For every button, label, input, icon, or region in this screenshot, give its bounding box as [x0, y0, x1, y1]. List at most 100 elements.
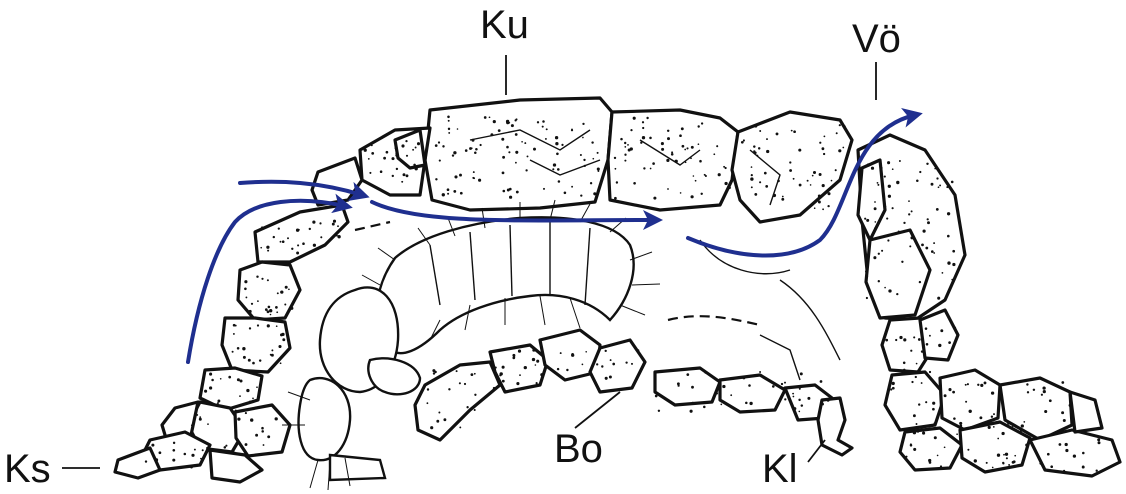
stipple-dot — [666, 159, 669, 162]
stipple-dot — [191, 454, 194, 457]
stipple-dot — [475, 148, 478, 151]
stipple-dot — [250, 418, 253, 421]
stipple-dot — [661, 148, 664, 151]
stipple-dot — [784, 382, 786, 384]
stipple-dot — [838, 149, 841, 152]
stipple-dot — [590, 182, 592, 184]
stipple-dot — [267, 250, 269, 252]
stipple-dot — [474, 409, 476, 411]
stipple-dot — [813, 171, 816, 174]
stipple-dot — [555, 142, 558, 145]
stipple-dot — [478, 179, 481, 182]
stipple-dot — [438, 141, 440, 143]
stipple-dot — [754, 125, 757, 128]
stipple-dot — [199, 418, 202, 421]
label-kl: Kl — [762, 447, 798, 491]
stipple-dot — [285, 286, 288, 289]
stipple-dot — [952, 263, 955, 266]
stipple-dot — [564, 192, 567, 195]
stipple-dot — [936, 177, 938, 179]
stipple-dot — [922, 432, 925, 435]
right-wall-stones — [858, 135, 1120, 476]
stipple-dot — [1047, 453, 1050, 456]
stipple-dot — [513, 356, 515, 358]
stipple-dot — [395, 154, 398, 157]
stipple-dot — [953, 326, 956, 329]
stipple-dot — [685, 161, 687, 163]
stipple-dot — [546, 128, 548, 130]
stipple-dot — [545, 138, 547, 140]
stipple-dot — [313, 244, 316, 247]
larva-body — [377, 217, 634, 353]
stipple-dot — [493, 387, 496, 390]
stipple-dot — [864, 218, 866, 220]
stipple-dot — [245, 412, 247, 414]
stipple-dot — [395, 147, 398, 150]
stipple-dot — [799, 388, 801, 390]
stipple-dot — [256, 386, 258, 388]
stipple-dot — [944, 394, 947, 397]
stipple-dot — [507, 189, 510, 192]
stipple-dot — [1044, 410, 1047, 413]
stipple-dot — [730, 394, 732, 396]
stipple-dot — [498, 129, 501, 132]
stipple-dot — [471, 373, 474, 376]
stipple-dot — [202, 449, 204, 451]
stipple-dot — [921, 338, 923, 340]
stipple-dot — [741, 141, 744, 144]
stipple-dot — [646, 117, 648, 119]
stipple-dot — [936, 208, 939, 211]
stipple-dot — [217, 400, 220, 403]
stipple-dot — [690, 410, 693, 413]
stipple-dot — [867, 163, 870, 166]
stipple-dot — [896, 181, 899, 184]
stipple-dot — [459, 174, 462, 177]
stipple-dot — [555, 136, 558, 139]
stipple-dot — [915, 376, 917, 378]
stipple-dot — [979, 416, 982, 419]
stipple-dot — [818, 195, 821, 198]
stipple-dot — [1049, 399, 1052, 402]
stipple-dot — [756, 155, 758, 157]
stipple-dot — [260, 247, 262, 249]
stipple-dot — [597, 170, 599, 172]
stipple-dot — [887, 161, 890, 164]
stipple-dot — [908, 200, 910, 202]
stipple-dot — [605, 350, 607, 352]
stipple-dot — [237, 347, 240, 350]
stipple-dot — [1042, 386, 1045, 389]
stipple-dot — [916, 179, 919, 182]
stipple-dot — [691, 195, 694, 198]
stipple-dot — [288, 288, 290, 290]
stipple-dot — [822, 208, 824, 210]
stipple-dot — [267, 435, 270, 438]
stipple-dot — [1063, 470, 1065, 472]
stipple-dot — [495, 367, 497, 369]
stipple-dot — [667, 137, 670, 140]
stipple-dot — [827, 192, 830, 195]
stipple-dot — [892, 387, 895, 390]
stipple-dot — [951, 181, 954, 184]
stipple-dot — [443, 418, 446, 421]
stipple-dot — [276, 325, 278, 327]
stone-roof-5 — [312, 158, 362, 205]
stipple-dot — [789, 169, 792, 172]
stipple-dot — [224, 446, 227, 449]
stipple-dot — [524, 366, 527, 369]
stipple-dot — [1069, 404, 1072, 407]
stipple-dot — [209, 373, 212, 376]
stipple-dot — [249, 310, 252, 313]
stipple-dot — [916, 430, 919, 433]
stipple-dot — [819, 142, 821, 144]
stipple-dot — [460, 192, 463, 195]
stipple-dot — [261, 427, 264, 430]
stipple-dot — [319, 222, 321, 224]
stipple-dot — [1026, 383, 1028, 385]
stipple-dot — [965, 384, 967, 386]
stipple-dot — [251, 303, 253, 305]
stipple-dot — [766, 150, 769, 153]
stipple-dot — [442, 145, 444, 147]
stipple-dot — [925, 247, 928, 250]
stipple-dot — [298, 229, 300, 231]
stipple-dot — [839, 124, 841, 126]
